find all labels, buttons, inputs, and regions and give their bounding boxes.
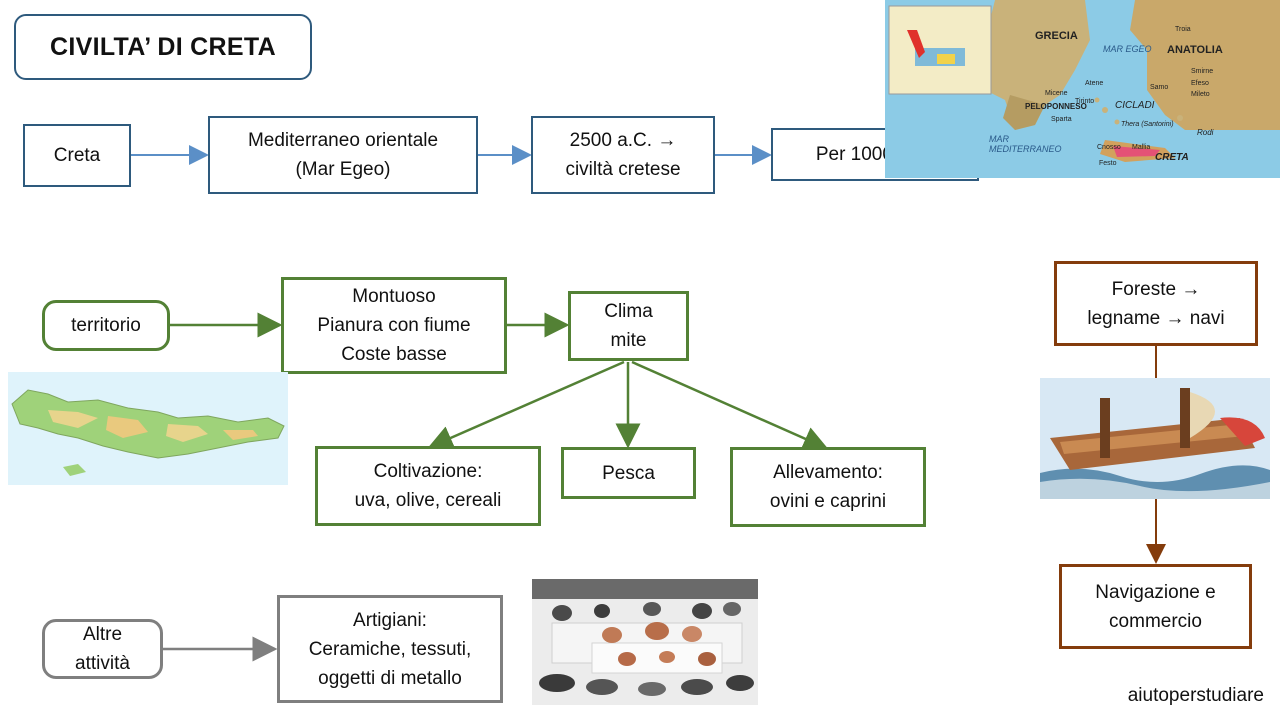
map-label-mallia: Mallia <box>1132 144 1151 151</box>
map-label-smirne: Smirne <box>1191 68 1214 75</box>
node-territorio: territorio <box>42 300 170 351</box>
node-terreno-line1: Montuoso <box>352 286 436 307</box>
node-foreste: Foreste → legname → navi <box>1054 261 1258 346</box>
pottery-drawing <box>532 579 758 705</box>
map-label-sparta: Sparta <box>1051 116 1072 123</box>
page-title: CIVILTA’ DI CRETA <box>14 14 312 80</box>
node-pesca: Pesca <box>561 447 696 499</box>
ship-image <box>1040 378 1270 499</box>
map-label-tirinto: Tirinto <box>1075 98 1095 105</box>
pottery-image <box>532 579 758 705</box>
node-mediterraneo: Mediterraneo orientale (Mar Egeo) <box>208 116 478 194</box>
node-allevamento-line1: Allevamento: <box>773 462 883 483</box>
map-label-cicladi: CICLADI <box>1115 100 1155 111</box>
map-label-samo: Samo <box>1150 84 1169 91</box>
aegean-map-drawing <box>885 0 1280 178</box>
node-artigiani-line3: oggetti di metallo <box>318 667 462 689</box>
node-terreno: Montuoso Pianura con fiume Coste basse <box>281 277 507 374</box>
arrow-clima-coltivazione <box>427 360 625 450</box>
node-foreste-line2: legname → navi <box>1087 307 1225 329</box>
node-coltivazione-line1: Coltivazione: <box>373 461 483 482</box>
map-label-thera: Thera (Santorini) <box>1121 121 1174 128</box>
map-label-grecia: GRECIA <box>1035 30 1078 42</box>
node-coltivazione: Coltivazione: uva, olive, cereali <box>315 446 541 526</box>
map-label-creta: CRETA <box>1155 152 1189 163</box>
node-territorio-label: territorio <box>71 315 141 336</box>
map-label-peloponneso: PELOPONNESO <box>1025 102 1087 111</box>
node-artigiani: Artigiani: Ceramiche, tessuti, oggetti d… <box>277 595 503 703</box>
arrow-clima-allevamento <box>631 360 829 451</box>
map-label-atene: Atene <box>1085 80 1104 87</box>
node-artigiani-line1: Artigiani: <box>353 609 427 631</box>
node-mediterraneo-line1: Mediterraneo orientale <box>247 130 439 151</box>
node-civilta-line1: 2500 a.C. → <box>569 130 677 151</box>
node-navigazione-line2: commercio <box>1109 610 1202 632</box>
node-foreste-line1: Foreste → <box>1111 278 1201 300</box>
map-label-efeso: Efeso <box>1191 80 1209 87</box>
map-label-troia: Troia <box>1175 26 1191 33</box>
node-terreno-line2: Pianura con fiume <box>317 315 471 336</box>
map-label-rodi: Rodi <box>1197 128 1214 137</box>
node-navigazione-line1: Navigazione e <box>1095 581 1216 603</box>
node-allevamento: Allevamento: ovini e caprini <box>730 447 926 527</box>
map-label-micene: Micene <box>1045 90 1068 97</box>
map-label-mar-egeo: MAR EGEO <box>1103 44 1152 54</box>
map-label-mileto: Mileto <box>1191 91 1210 98</box>
map-label-anatolia: ANATOLIA <box>1167 44 1223 56</box>
node-civilta-line2: civiltà cretese <box>565 159 681 180</box>
node-creta-label: Creta <box>53 145 101 166</box>
node-artigiani-line2: Ceramiche, tessuti, <box>308 638 472 660</box>
crete-map-drawing <box>8 372 288 485</box>
map-label-mar-mediterraneo: MAR MEDITERRANEO <box>989 134 1062 154</box>
node-altre-attivita: Altre attività <box>42 619 163 679</box>
node-mediterraneo-line2: (Mar Egeo) <box>295 159 391 180</box>
node-clima: Clima mite <box>568 291 689 361</box>
node-clima-line1: Clima <box>604 301 653 322</box>
crete-map-image <box>8 372 288 485</box>
node-allevamento-line2: ovini e caprini <box>769 491 887 512</box>
node-clima-line2: mite <box>610 330 647 351</box>
node-terreno-line3: Coste basse <box>341 344 447 365</box>
node-navigazione: Navigazione e commercio <box>1059 564 1252 649</box>
watermark-text: aiutoperstudiare <box>1127 685 1264 706</box>
node-pesca-label: Pesca <box>602 462 655 484</box>
map-label-festo: Festo <box>1099 160 1117 167</box>
map-label-cnosso: Cnosso <box>1097 144 1121 151</box>
node-altre-line1: Altre <box>82 624 123 645</box>
node-civilta: 2500 a.C. → civiltà cretese <box>531 116 715 194</box>
node-altre-line2: attività <box>75 653 130 674</box>
node-creta: Creta <box>23 124 131 187</box>
node-coltivazione-line2: uva, olive, cereali <box>354 490 502 511</box>
aegean-map-image: GRECIA ANATOLIA MAR EGEO PELOPONNESO CIC… <box>885 0 1280 178</box>
ship-drawing <box>1040 378 1270 499</box>
